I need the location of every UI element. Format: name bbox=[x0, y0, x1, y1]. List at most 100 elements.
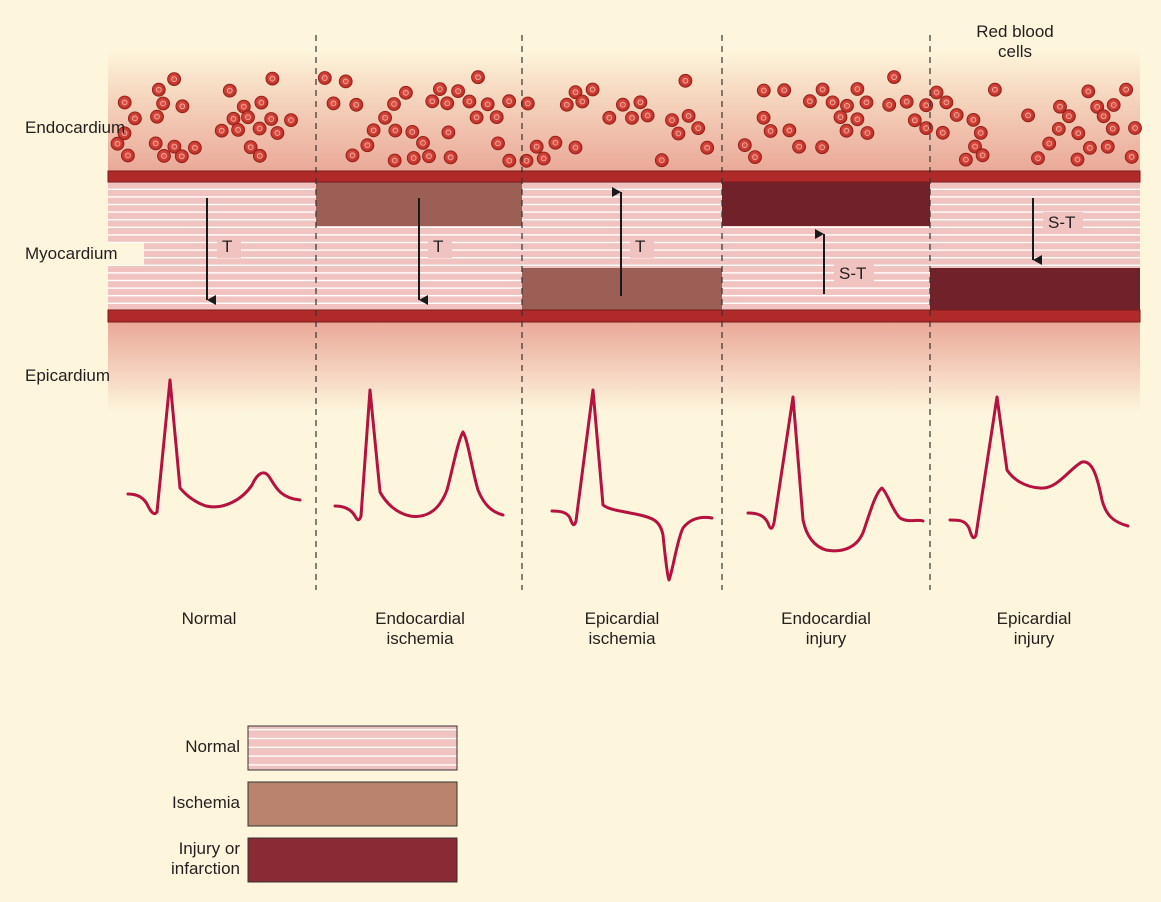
red-blood-cell-center bbox=[269, 75, 276, 82]
red-blood-cell-center bbox=[767, 128, 774, 134]
red-blood-cell bbox=[825, 95, 840, 110]
vector-label-bg-3 bbox=[630, 236, 654, 258]
red-blood-cell bbox=[387, 97, 401, 111]
red-blood-cell bbox=[156, 96, 171, 111]
red-blood-cell bbox=[899, 94, 914, 109]
legend-normal-label: Normal bbox=[185, 737, 240, 756]
red-blood-cell-center bbox=[533, 143, 540, 150]
ecg-endocardial-injury bbox=[746, 395, 925, 553]
red-blood-cell bbox=[265, 71, 280, 86]
red-blood-cell bbox=[907, 113, 922, 128]
red-blood-cell-center bbox=[349, 152, 356, 159]
red-blood-cell bbox=[471, 70, 485, 85]
red-blood-cell-center bbox=[410, 155, 417, 161]
red-blood-cell-center bbox=[658, 157, 665, 164]
red-blood-cell-center bbox=[1046, 140, 1053, 147]
red-blood-cell-center bbox=[391, 101, 397, 107]
red-blood-cell bbox=[756, 110, 771, 125]
red-blood-cell bbox=[117, 126, 132, 141]
red-blood-cell-center bbox=[152, 140, 159, 147]
red-blood-cell bbox=[117, 95, 132, 110]
red-blood-cell-center bbox=[1123, 86, 1129, 93]
red-blood-cell bbox=[338, 74, 353, 89]
red-blood-cell bbox=[443, 150, 458, 165]
red-blood-cell bbox=[633, 95, 648, 110]
red-blood-cell-center bbox=[863, 99, 870, 106]
vector-label-bg-2 bbox=[428, 236, 452, 258]
red-blood-cell bbox=[366, 123, 381, 138]
red-blood-cell bbox=[625, 111, 639, 125]
red-blood-cell-center bbox=[178, 153, 185, 160]
red-blood-cell bbox=[777, 83, 792, 98]
red-blood-cell-center bbox=[114, 140, 121, 147]
red-blood-cell bbox=[264, 112, 279, 126]
red-blood-cell-center bbox=[552, 139, 559, 146]
red-blood-cell bbox=[968, 139, 982, 154]
red-blood-cell-center bbox=[171, 143, 178, 150]
myocardium-label-bg bbox=[22, 243, 144, 265]
red-blood-cell bbox=[254, 95, 269, 110]
red-blood-cell bbox=[502, 94, 517, 109]
red-blood-cell-center bbox=[1128, 154, 1135, 160]
vector-label-bg-5 bbox=[1043, 212, 1083, 234]
red-blood-cell bbox=[988, 82, 1002, 97]
red-blood-cell bbox=[939, 95, 954, 110]
red-blood-cell bbox=[1042, 136, 1057, 151]
red-blood-cell bbox=[519, 153, 534, 168]
red-blood-cell-center bbox=[268, 116, 275, 122]
red-blood-cell bbox=[585, 82, 600, 97]
red-blood-cell-center bbox=[970, 117, 977, 123]
red-blood-cell-center bbox=[192, 144, 198, 151]
red-blood-cell-center bbox=[637, 99, 644, 106]
red-blood-cell-center bbox=[330, 100, 337, 107]
red-blood-cell-center bbox=[923, 125, 930, 131]
red-blood-cell-center bbox=[258, 99, 265, 106]
red-blood-cell bbox=[756, 83, 771, 98]
red-blood-cell-center bbox=[121, 99, 128, 106]
red-blood-cell bbox=[398, 85, 413, 100]
red-blood-cell-center bbox=[741, 142, 748, 148]
red-blood-cell-center bbox=[392, 127, 399, 134]
endocardium-label: Endocardium bbox=[25, 118, 126, 137]
red-blood-cell bbox=[231, 122, 246, 137]
red-blood-cell bbox=[575, 94, 590, 109]
red-blood-cell-center bbox=[854, 116, 861, 123]
caption-epicardial-ischemia: Epicardial ischemia bbox=[584, 609, 660, 648]
red-blood-cell-center bbox=[420, 140, 426, 146]
red-blood-cell bbox=[1051, 121, 1066, 136]
red-blood-cell-center bbox=[247, 144, 254, 151]
red-blood-cell-center bbox=[445, 129, 452, 136]
red-blood-cell-center bbox=[179, 103, 186, 110]
caption-epicardial-injury: Epicardial injury bbox=[996, 609, 1072, 648]
red-blood-cell bbox=[349, 97, 364, 112]
red-blood-cell bbox=[966, 113, 981, 127]
red-blood-cell-center bbox=[781, 87, 788, 94]
red-blood-cell bbox=[850, 112, 865, 127]
red-blood-cell bbox=[568, 140, 583, 155]
red-blood-cell-center bbox=[455, 88, 461, 94]
red-blood-cell bbox=[405, 124, 420, 139]
red-blood-cell-center bbox=[854, 86, 861, 92]
red-blood-cell bbox=[451, 84, 466, 98]
red-blood-cell-center bbox=[403, 89, 409, 96]
red-blood-cell bbox=[665, 113, 679, 127]
red-blood-cell-center bbox=[796, 143, 802, 150]
red-blood-cell bbox=[1128, 121, 1142, 135]
red-blood-cell bbox=[425, 94, 440, 109]
ecg-normal bbox=[126, 378, 302, 516]
myocardium-label: Myocardium bbox=[25, 244, 118, 263]
legend-ischemia-swatch bbox=[247, 781, 458, 827]
red-blood-cell-center bbox=[256, 125, 263, 132]
red-blood-cell-center bbox=[752, 154, 758, 160]
red-blood-cell-center bbox=[903, 98, 910, 105]
red-blood-cell-center bbox=[629, 115, 635, 121]
red-blood-cell-center bbox=[992, 86, 998, 93]
red-blood-cell-center bbox=[1055, 126, 1062, 132]
red-blood-cell-center bbox=[891, 74, 897, 80]
vector-label-bg-4 bbox=[834, 263, 874, 285]
caption-endocardial-injury: Endocardial injury bbox=[781, 609, 871, 648]
red-blood-cell-center bbox=[844, 102, 850, 109]
legend-ischemia-label: Ischemia bbox=[171, 793, 240, 812]
red-blood-cell-center bbox=[230, 115, 237, 122]
red-blood-cell-center bbox=[171, 76, 177, 82]
